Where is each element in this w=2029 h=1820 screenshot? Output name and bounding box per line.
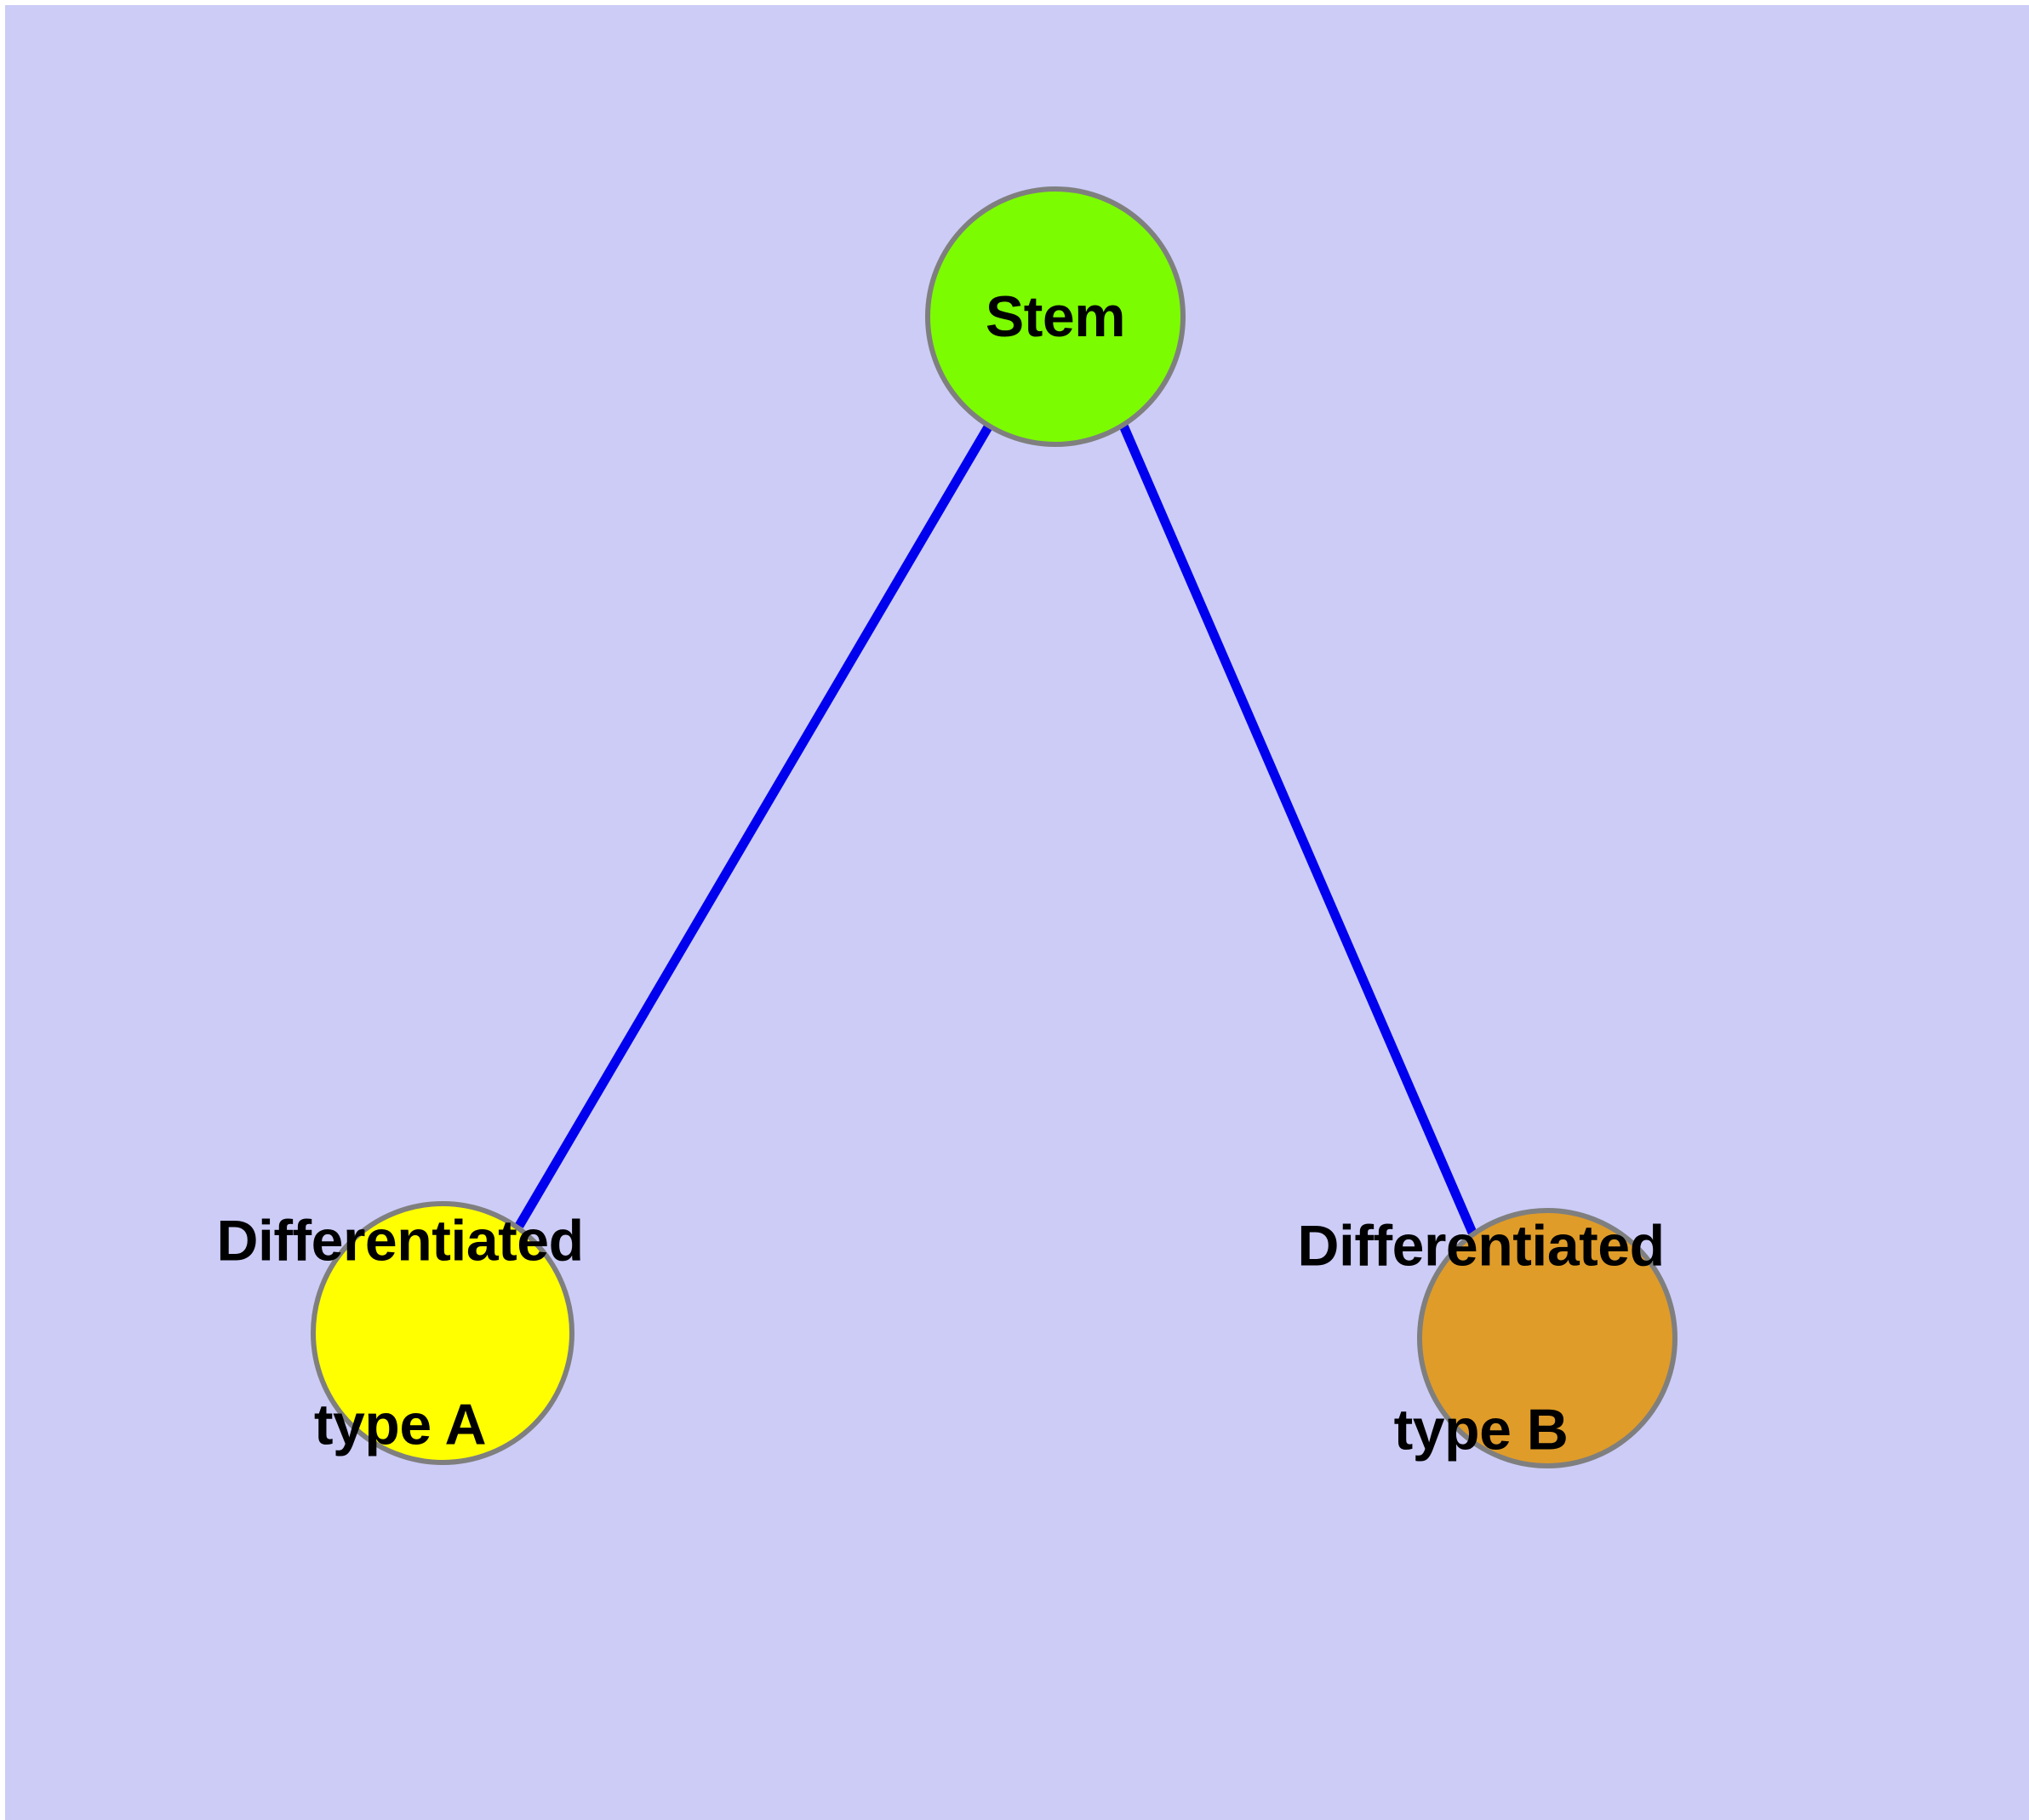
node-differentiated-type-b[interactable] xyxy=(1417,1208,1677,1468)
nodes-group xyxy=(311,186,1677,1468)
node-stem[interactable] xyxy=(925,186,1186,447)
edges-group xyxy=(515,423,1477,1235)
edge-stem-to-differentiated-type-a[interactable] xyxy=(515,423,993,1228)
edge-stem-to-differentiated-type-b[interactable] xyxy=(1118,423,1477,1235)
node-differentiated-type-a[interactable] xyxy=(311,1201,574,1465)
